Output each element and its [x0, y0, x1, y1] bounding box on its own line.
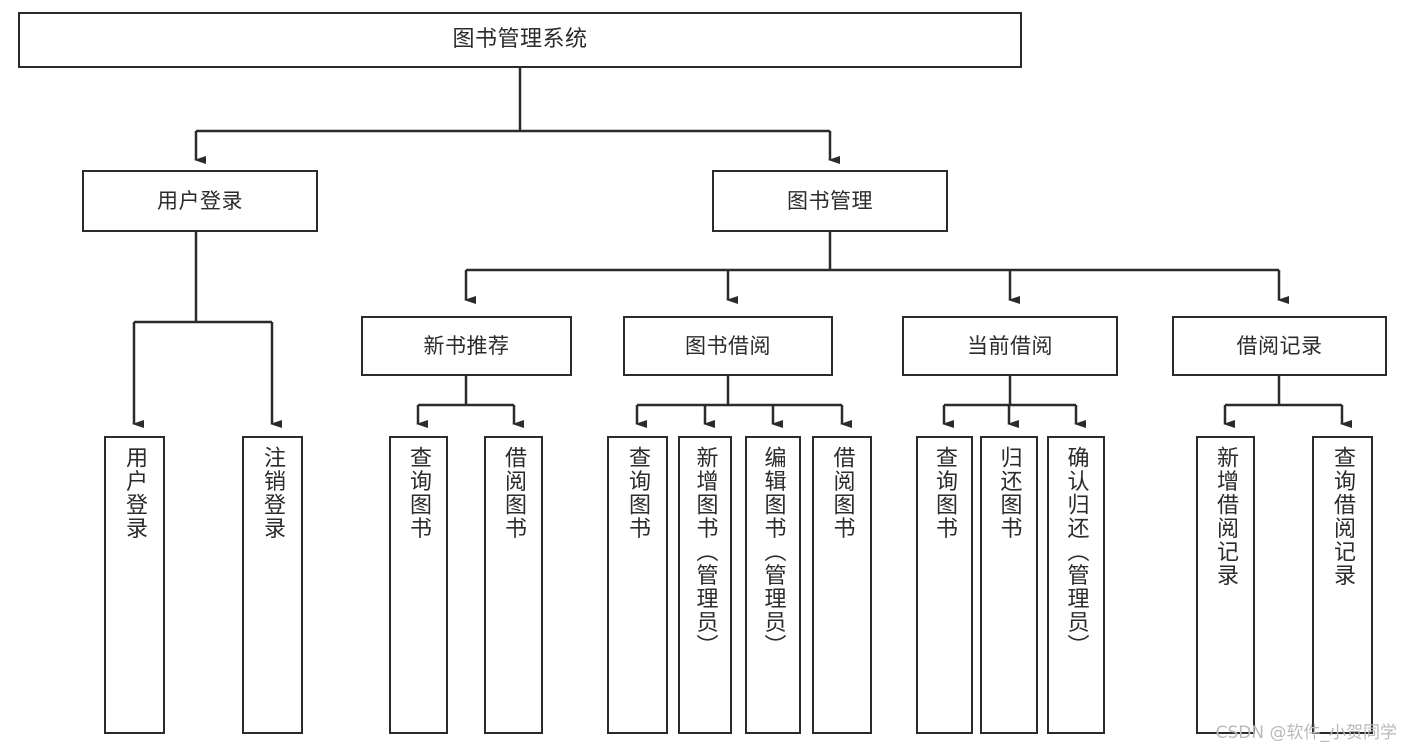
- node-leaf-borrow-book-label: 借阅图书: [829, 446, 855, 540]
- node-borrow-records-label: 借阅记录: [1236, 333, 1323, 358]
- node-leaf-return-book-label: 归还图书: [996, 446, 1022, 540]
- node-leaf-add-book-admin-label: 新增图书（管理员）: [692, 446, 718, 658]
- node-leaf-add-borrow-record[interactable]: 新增借阅记录: [1196, 436, 1255, 734]
- node-user-login[interactable]: 用户登录: [82, 170, 318, 232]
- node-leaf-logout-label: 注销登录: [260, 446, 286, 540]
- node-current-borrow-label: 当前借阅: [967, 333, 1053, 358]
- csdn-watermark: CSDN @软件_小贺同学: [1215, 723, 1397, 743]
- node-root[interactable]: 图书管理系统: [18, 12, 1022, 68]
- node-book-management[interactable]: 图书管理: [712, 170, 948, 232]
- node-leaf-recommend-query-book-label: 查询图书: [406, 446, 432, 540]
- node-leaf-confirm-return-admin[interactable]: 确认归还（管理员）: [1047, 436, 1105, 734]
- node-leaf-query-borrow-record[interactable]: 查询借阅记录: [1312, 436, 1373, 734]
- node-leaf-logout[interactable]: 注销登录: [242, 436, 303, 734]
- node-leaf-borrow-query-book-label: 查询图书: [625, 446, 651, 540]
- node-leaf-current-query-book[interactable]: 查询图书: [916, 436, 973, 734]
- node-leaf-add-book-admin[interactable]: 新增图书（管理员）: [678, 436, 732, 734]
- node-user-login-label: 用户登录: [157, 188, 243, 213]
- node-leaf-return-book[interactable]: 归还图书: [980, 436, 1038, 734]
- node-leaf-borrow-book[interactable]: 借阅图书: [812, 436, 872, 734]
- node-book-management-label: 图书管理: [787, 188, 873, 213]
- node-leaf-add-borrow-record-label: 新增借阅记录: [1213, 446, 1239, 587]
- node-book-borrow-label: 图书借阅: [685, 333, 771, 358]
- node-root-label: 图书管理系统: [452, 27, 588, 53]
- node-leaf-current-query-book-label: 查询图书: [932, 446, 958, 540]
- node-leaf-borrow-query-book[interactable]: 查询图书: [607, 436, 668, 734]
- node-leaf-user-login[interactable]: 用户登录: [104, 436, 165, 734]
- node-leaf-confirm-return-admin-label: 确认归还（管理员）: [1063, 446, 1089, 658]
- node-leaf-user-login-label: 用户登录: [122, 446, 148, 540]
- node-borrow-records[interactable]: 借阅记录: [1172, 316, 1387, 376]
- node-leaf-recommend-borrow-book[interactable]: 借阅图书: [484, 436, 543, 734]
- node-new-book-recommend-label: 新书推荐: [423, 333, 510, 358]
- node-leaf-edit-book-admin-label: 编辑图书（管理员）: [760, 446, 786, 658]
- node-leaf-query-borrow-record-label: 查询借阅记录: [1330, 446, 1356, 587]
- node-leaf-recommend-borrow-book-label: 借阅图书: [501, 446, 527, 540]
- node-current-borrow[interactable]: 当前借阅: [902, 316, 1118, 376]
- node-book-borrow[interactable]: 图书借阅: [623, 316, 833, 376]
- node-leaf-edit-book-admin[interactable]: 编辑图书（管理员）: [745, 436, 801, 734]
- node-new-book-recommend[interactable]: 新书推荐: [361, 316, 572, 376]
- node-leaf-recommend-query-book[interactable]: 查询图书: [389, 436, 448, 734]
